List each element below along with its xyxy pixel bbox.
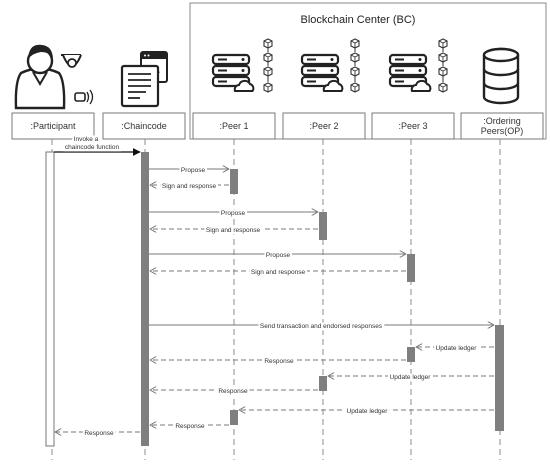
message-label-background — [262, 357, 296, 366]
message-label-response3: Response — [264, 358, 294, 365]
chaincode-document-icon: </> — [120, 51, 168, 108]
activation-bar-peer2-propose — [319, 212, 327, 240]
message-label-background — [345, 407, 390, 416]
lifeline-box-chaincode — [102, 112, 186, 140]
activation-bar-peer3-update — [407, 347, 415, 362]
message-label-propose3: Propose — [266, 252, 291, 259]
activation-bar-peer3-propose — [407, 254, 415, 282]
server-cloud-icon — [211, 53, 255, 93]
activation-bar-peer2-update — [319, 376, 327, 391]
message-label-invoke-line2: chaincode function — [65, 144, 120, 151]
lifeline-box-peer2 — [282, 112, 366, 140]
message-label-propose2: Propose — [221, 210, 246, 217]
message-label-background — [173, 422, 207, 431]
message-label-sign2: Sign and response — [206, 227, 261, 234]
message-label-update1: Update ledger — [347, 408, 389, 415]
person-icon — [14, 44, 66, 110]
activation-bar-peer1-update — [230, 410, 238, 425]
message-label-sign1: Sign and response — [162, 183, 217, 190]
message-label-invoke-line1: Invoke a — [74, 136, 99, 143]
activation-bar-chaincode — [141, 152, 149, 446]
database-icon — [482, 47, 520, 105]
message-label-background — [249, 268, 307, 277]
lifeline-label-peer2: :Peer 2 — [309, 121, 338, 131]
lifeline-label-participant: :Participant — [30, 121, 76, 131]
message-label-background — [72, 135, 101, 144]
blockchain-center-title: Blockchain Center (BC) — [301, 14, 416, 26]
activation-bar-op — [495, 325, 504, 431]
activation-bar-participant — [45, 151, 55, 447]
message-label-background — [82, 429, 116, 438]
lifeline-label-op-line1: :Ordering — [483, 116, 521, 126]
lifelines — [51, 139, 501, 460]
message-label-background — [388, 373, 433, 382]
activation-bar-peer1-propose — [230, 169, 238, 194]
message-label-background — [264, 251, 292, 260]
lifeline-box-op — [460, 112, 544, 140]
message-label-update2: Update ledger — [390, 374, 432, 381]
message-label-send: Send transaction and endorsed responses — [260, 323, 383, 330]
message-label-background — [204, 226, 262, 235]
server-cloud-icon — [300, 53, 344, 93]
message-label-background — [219, 209, 247, 218]
message-label-sign3: Sign and response — [251, 269, 306, 276]
lifeline-label-peer3: :Peer 3 — [398, 121, 427, 131]
lifeline-box-participant — [11, 112, 95, 140]
server-cloud-icon — [388, 53, 432, 93]
message-label-background — [258, 322, 385, 331]
lifeline-label-chaincode: :Chaincode — [121, 121, 167, 131]
message-label-background — [434, 344, 479, 353]
sensor-icon — [74, 89, 94, 105]
message-label-background — [179, 166, 207, 175]
message-label-background — [160, 182, 218, 191]
lifeline-box-peer1 — [192, 112, 276, 140]
message-label-response2: Response — [218, 388, 248, 395]
message-label-propose1: Propose — [181, 167, 206, 174]
lifeline-label-op-line2: Peers(OP) — [481, 126, 524, 136]
message-label-response1: Response — [175, 423, 205, 430]
message-label-background — [216, 387, 250, 396]
message-label-update3: Update ledger — [436, 345, 478, 352]
camera-icon — [61, 54, 82, 68]
message-label-background — [63, 143, 121, 152]
lifeline-label-peer1: :Peer 1 — [219, 121, 248, 131]
message-label-response-final: Response — [84, 430, 114, 437]
lifeline-box-peer3 — [371, 112, 455, 140]
